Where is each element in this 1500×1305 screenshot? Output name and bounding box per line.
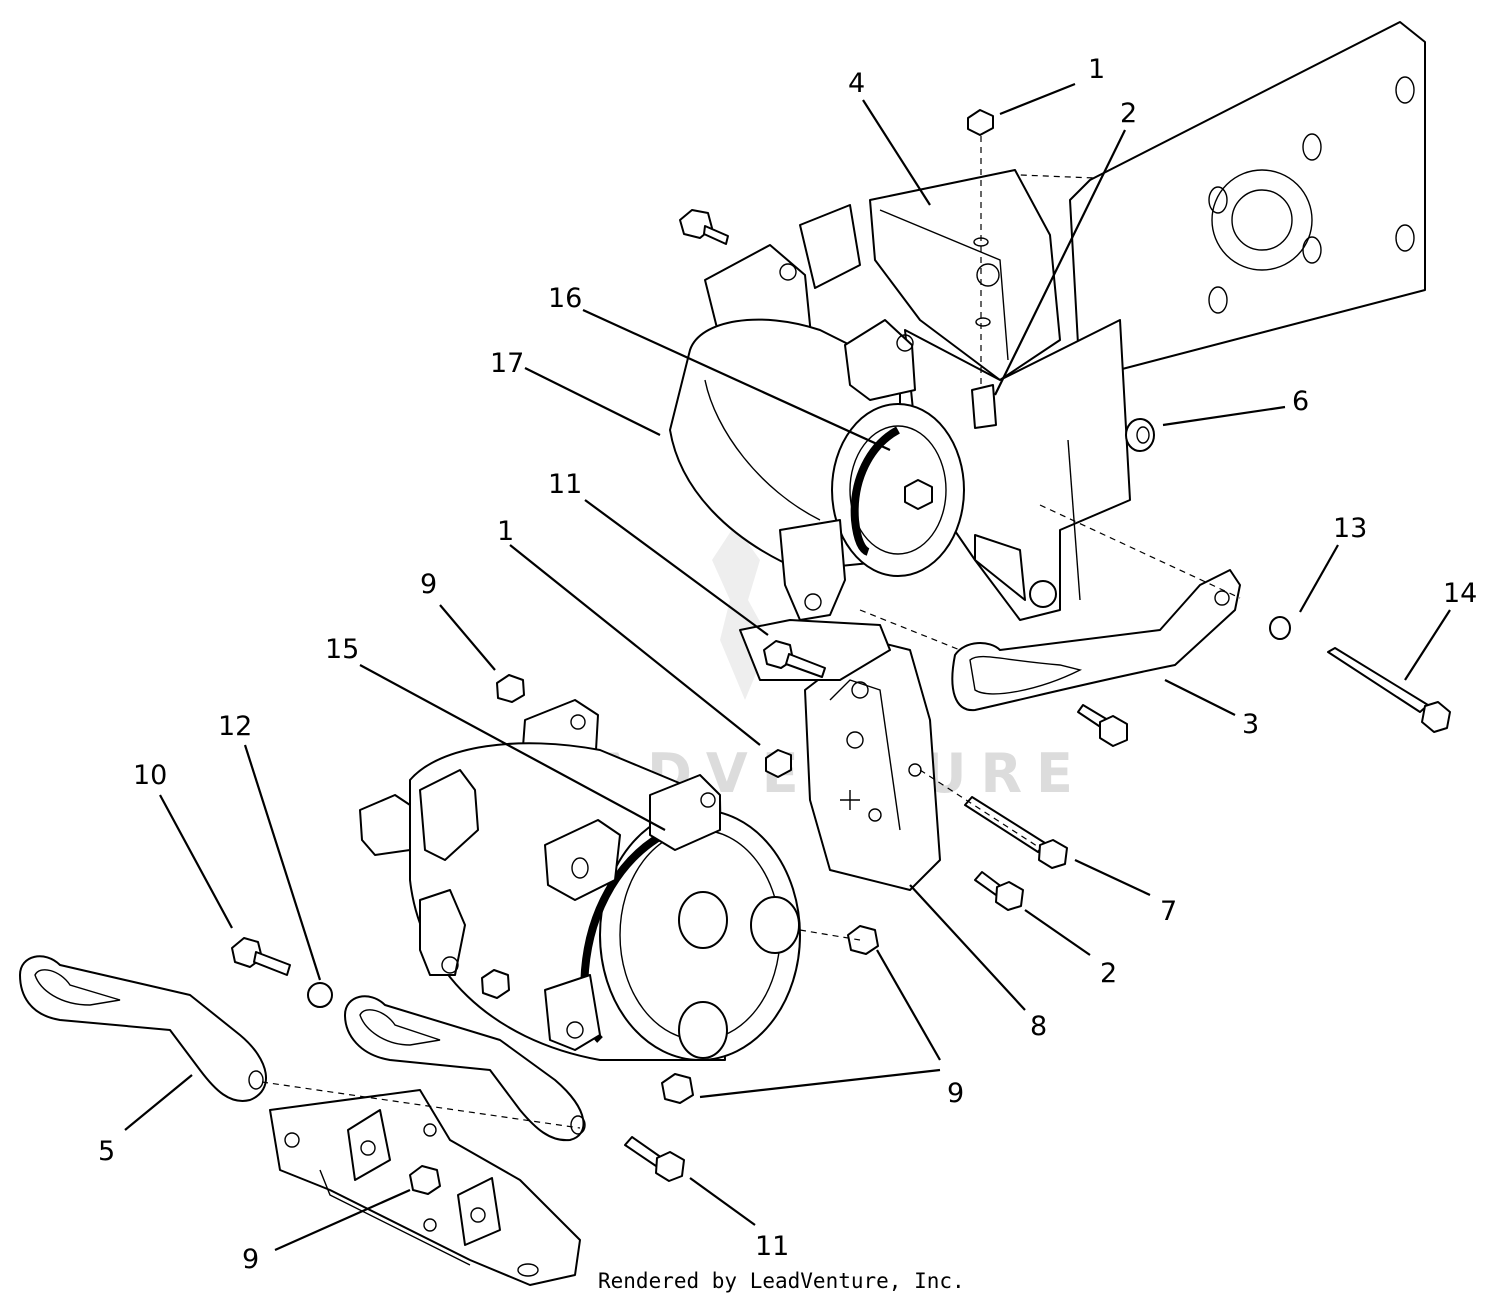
callout-label: 6 (1292, 386, 1309, 417)
callout-label: 9 (947, 1078, 964, 1109)
callout-label: 10 (133, 760, 167, 791)
vertical-bolt (967, 109, 997, 429)
frame-plate (879, 21, 1426, 381)
callout-label: 11 (755, 1231, 789, 1262)
spacer (1125, 418, 1155, 452)
callout-label: 4 (848, 68, 865, 99)
callout-label: 7 (1160, 896, 1177, 927)
base-bracket (269, 1089, 581, 1286)
callout-label: 2 (1120, 98, 1137, 129)
long-bolt (1269, 616, 1451, 733)
callout-label: 9 (420, 569, 437, 600)
callout-label: 5 (98, 1136, 115, 1167)
callout-label: 3 (1242, 709, 1259, 740)
nut (661, 1073, 694, 1104)
nut (496, 674, 525, 703)
adjust-arm (951, 569, 1241, 712)
centerline (261, 1081, 581, 1129)
nut (847, 925, 879, 955)
tab (799, 204, 861, 289)
callout-label: 15 (325, 634, 359, 665)
callout-label: 2 (1100, 958, 1117, 989)
bolt (231, 937, 333, 1008)
credit-text: Rendered by LeadVenture, Inc. (598, 1269, 965, 1293)
centerline (1039, 504, 1241, 599)
bolt (1077, 704, 1128, 747)
nut (481, 969, 510, 999)
callout-label: 1 (1088, 54, 1105, 85)
callout-label: 11 (548, 469, 582, 500)
bolt (974, 871, 1024, 911)
callout-label: 12 (218, 711, 252, 742)
callout-label: 17 (490, 348, 524, 379)
centerline (919, 769, 1041, 849)
bolt (624, 1136, 685, 1182)
centerline (859, 609, 961, 651)
callout-label: 14 (1443, 578, 1477, 609)
bolt (679, 209, 729, 245)
alternator (669, 244, 965, 621)
leader-lines (124, 82, 1451, 1252)
callout-label: 16 (548, 283, 582, 314)
callout-label: 9 (242, 1244, 259, 1275)
lower-arm (19, 955, 267, 1102)
callout-label: 13 (1333, 513, 1367, 544)
callout-label: 8 (1030, 1011, 1047, 1042)
lower-arm (344, 995, 586, 1142)
callout-labels: 1 2 4 16 17 6 11 1 13 14 9 15 3 12 10 7 … (98, 54, 1477, 1275)
nut (765, 749, 792, 778)
bolt (763, 640, 826, 678)
callout-label: 1 (497, 516, 514, 547)
mounting-bracket (869, 169, 1061, 381)
